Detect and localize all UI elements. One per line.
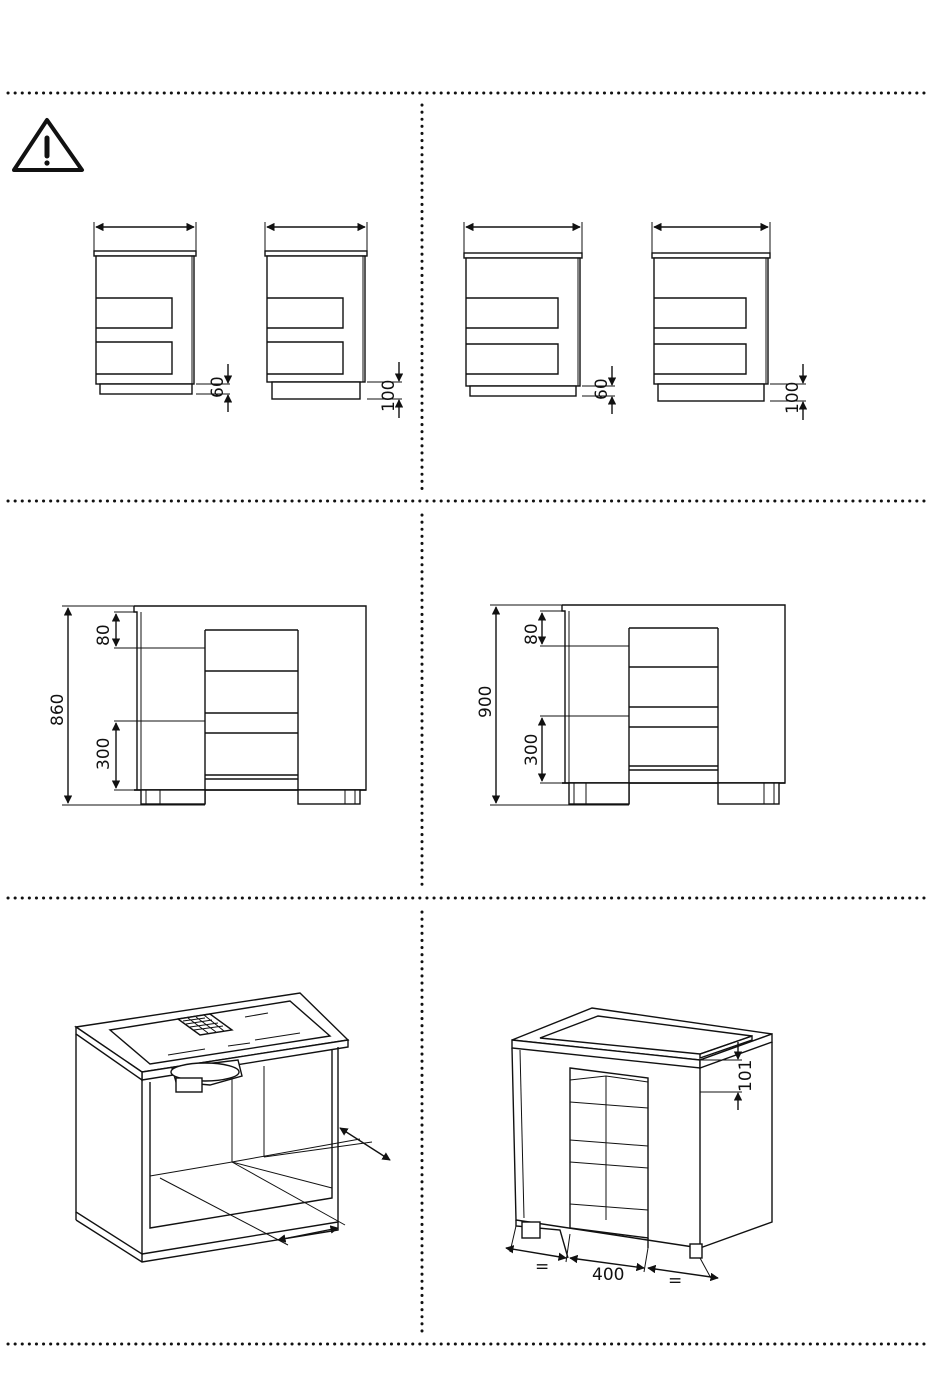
plinth-height-100-label: 100 [379, 380, 399, 412]
corner-cabinet-perspective [506, 1008, 772, 1280]
plinth-height-60-label: 60 [208, 376, 228, 398]
dim-400-label: 400 [592, 1265, 624, 1285]
equal-left-label: = [535, 1257, 549, 1277]
equal-right-label: = [668, 1271, 682, 1291]
lower-300-label-2: 300 [522, 734, 542, 766]
lower-300-label: 300 [94, 738, 114, 770]
plinth-height-100-label-2: 100 [783, 382, 803, 414]
dim-101-label: 101 [736, 1060, 756, 1092]
top-gap-80-label-2: 80 [522, 623, 542, 645]
height-900-label: 900 [476, 686, 496, 718]
plinth-height-60-label-2: 60 [592, 378, 612, 400]
top-gap-80-label: 80 [94, 624, 114, 646]
height-860-label: 860 [48, 694, 68, 726]
warning-triangle-icon [14, 120, 82, 170]
cabinet-perspective-with-hob [76, 993, 390, 1262]
